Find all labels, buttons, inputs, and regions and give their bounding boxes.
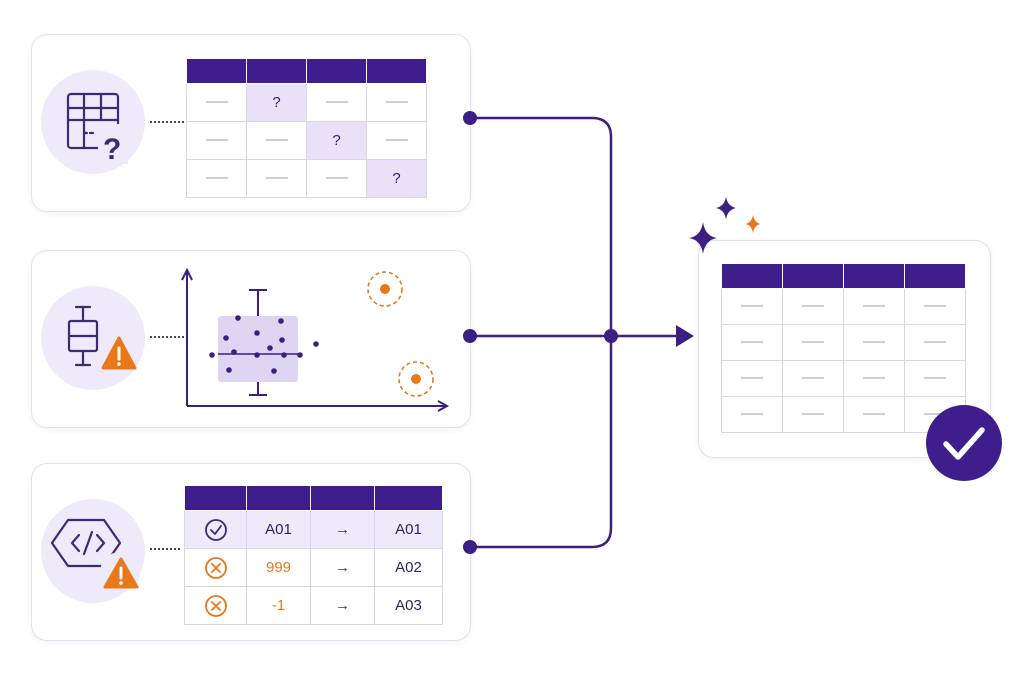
invalid-status-icon xyxy=(184,548,247,587)
table-cell xyxy=(186,121,247,160)
merge-connector xyxy=(470,116,684,549)
result-table-header xyxy=(721,263,966,289)
mapping-arrow: → xyxy=(310,548,375,587)
table-cell xyxy=(843,288,905,325)
table-cell xyxy=(721,324,783,361)
placeholder-dash xyxy=(863,305,885,308)
table-cell xyxy=(843,396,905,433)
table-cell xyxy=(366,121,427,160)
table-cell xyxy=(843,324,905,361)
outlier-icon-circle xyxy=(41,286,145,390)
table-row xyxy=(721,360,966,397)
table-cell xyxy=(843,360,905,397)
placeholder-dash xyxy=(325,101,348,104)
clean-result-table xyxy=(721,263,966,433)
placeholder-dash xyxy=(863,377,885,380)
placeholder-dash xyxy=(265,139,288,142)
mapping-icon-circle xyxy=(41,499,145,603)
placeholder-dash xyxy=(924,377,946,380)
placeholder-dash xyxy=(741,305,763,308)
table-row: A01→A01 xyxy=(184,510,443,549)
placeholder-dash xyxy=(802,413,824,416)
placeholder-dash xyxy=(741,341,763,344)
table-cell xyxy=(306,159,367,198)
mapping-table-header xyxy=(184,485,443,511)
table-row xyxy=(721,324,966,361)
table-cell xyxy=(186,159,247,198)
table-row xyxy=(721,288,966,325)
source-value: 999 xyxy=(246,548,311,587)
table-cell xyxy=(306,83,367,122)
placeholder-dash xyxy=(325,177,348,180)
outlier-connector-dots xyxy=(150,336,184,338)
table-cell xyxy=(904,324,966,361)
table-row: ? xyxy=(186,121,427,160)
table-cell xyxy=(782,324,844,361)
placeholder-dash xyxy=(205,177,228,180)
mapping-arrow: → xyxy=(310,586,375,625)
placeholder-dash xyxy=(924,305,946,308)
table-cell xyxy=(782,396,844,433)
table-cell xyxy=(721,396,783,433)
placeholder-dash xyxy=(802,305,824,308)
placeholder-dash xyxy=(863,341,885,344)
table-row xyxy=(721,396,966,433)
placeholder-dash xyxy=(385,139,408,142)
invalid-status-icon xyxy=(184,586,247,625)
table-cell xyxy=(904,396,966,433)
target-value: A03 xyxy=(374,586,443,625)
placeholder-dash xyxy=(924,341,946,344)
table-cell xyxy=(721,288,783,325)
table-cell xyxy=(904,288,966,325)
table-cell xyxy=(782,360,844,397)
source-value: A01 xyxy=(246,510,311,549)
source-value: -1 xyxy=(246,586,311,625)
target-value: A02 xyxy=(374,548,443,587)
placeholder-dash xyxy=(924,413,946,416)
table-row: ? xyxy=(186,159,427,198)
placeholder-dash xyxy=(741,413,763,416)
table-cell xyxy=(246,159,307,198)
missing-table-header xyxy=(186,58,427,84)
placeholder-dash xyxy=(205,101,228,104)
missing-connector-dots xyxy=(150,121,184,123)
table-cell xyxy=(721,360,783,397)
mapping-arrow: → xyxy=(310,510,375,549)
merge-arrow-head xyxy=(676,325,694,347)
placeholder-dash xyxy=(741,377,763,380)
table-cell xyxy=(366,83,427,122)
table-row: ? xyxy=(186,83,427,122)
table-cell xyxy=(782,288,844,325)
table-cell xyxy=(246,121,307,160)
target-value: A01 xyxy=(374,510,443,549)
placeholder-dash xyxy=(385,101,408,104)
table-cell xyxy=(904,360,966,397)
missing-cell: ? xyxy=(366,159,427,198)
table-row: 999→A02 xyxy=(184,548,443,587)
missing-cell: ? xyxy=(246,83,307,122)
table-row: -1→A03 xyxy=(184,586,443,625)
placeholder-dash xyxy=(205,139,228,142)
placeholder-dash xyxy=(265,177,288,180)
valid-status-icon xyxy=(184,510,247,549)
mapping-connector-dots xyxy=(150,548,180,550)
table-cell xyxy=(186,83,247,122)
placeholder-dash xyxy=(802,377,824,380)
missing-values-icon-circle xyxy=(41,70,145,174)
placeholder-dash xyxy=(802,341,824,344)
placeholder-dash xyxy=(863,413,885,416)
missing-values-table: ??? xyxy=(186,58,427,198)
missing-cell: ? xyxy=(306,121,367,160)
